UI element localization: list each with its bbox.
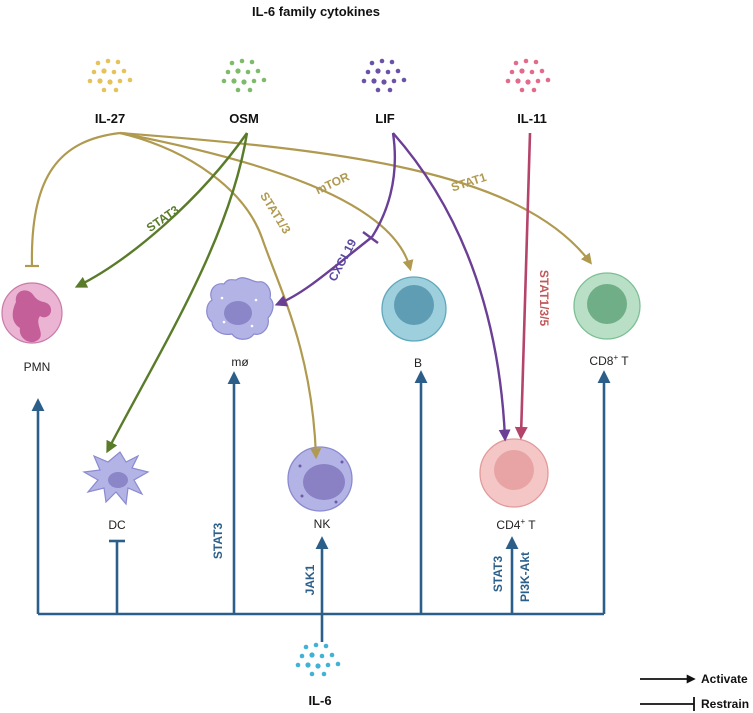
macrophage-cell-icon [206, 277, 274, 340]
macrophage-label: mø [231, 355, 249, 369]
lif-restrain-bar [362, 231, 379, 244]
b-cell-icon [381, 276, 447, 342]
lif-label: LIF [375, 111, 395, 126]
pmn-cell-icon [1, 282, 63, 344]
osm-to-pmn [74, 132, 248, 288]
osm-arrows [74, 132, 249, 454]
stat1-3-5-label: STAT1/3/5 [537, 270, 551, 327]
il27-dots [87, 58, 133, 93]
lif-restrain-cxcl19 [370, 132, 397, 238]
cd8-t-cell-icon [573, 272, 641, 340]
il27-to-b [119, 131, 414, 272]
diagram-title: IL-6 family cytokines [252, 4, 380, 19]
osm-dots [221, 58, 267, 93]
mtor-label: mTOR [313, 169, 352, 197]
il27-to-nk [119, 131, 322, 460]
lif-arrows [274, 132, 511, 442]
dendritic-cell-icon [82, 451, 150, 506]
legend-activate-label: Activate [701, 672, 748, 686]
b-cell-label: B [414, 356, 422, 370]
stat3-macrophage-label: STAT3 [211, 523, 225, 560]
nk-cell-icon [287, 446, 353, 512]
il6-tree [31, 370, 611, 642]
pmn-label: PMN [24, 360, 51, 374]
cxcl19-label: CXCL19 [325, 236, 359, 283]
cd4-t-cell-icon [479, 438, 549, 508]
jak1-label: JAK1 [303, 564, 317, 595]
legend: Activate Restrain [640, 672, 749, 711]
il11-label: IL-11 [517, 111, 547, 126]
osm-label: OSM [229, 111, 259, 126]
lif-dots [361, 58, 407, 93]
stat3-cd4-label: STAT3 [491, 556, 505, 593]
il11-dots [505, 58, 551, 93]
il27-label: IL-27 [95, 111, 125, 126]
il11-to-cd4 [514, 132, 532, 440]
lif-to-cd4 [392, 132, 511, 442]
il27-to-cd8 [119, 131, 593, 265]
legend-restrain-label: Restrain [701, 697, 749, 711]
stat1-3-label: STAT1/3 [257, 190, 294, 237]
dc-label: DC [108, 518, 126, 532]
lif-to-macrophage [274, 236, 373, 307]
il27-arrows [30, 131, 593, 460]
nk-label: NK [314, 517, 331, 531]
il6-dots [295, 642, 341, 677]
il6-label: IL-6 [308, 693, 331, 708]
cd8-t-label: CD8+ T [589, 353, 629, 368]
osm-to-dc [106, 132, 249, 454]
pi3k-akt-label: PI3K-Akt [518, 552, 532, 602]
il27-restrain-pmn [30, 131, 121, 267]
cd4-t-label: CD4+ T [496, 517, 536, 532]
stat3-osm-label: STAT3 [144, 202, 182, 234]
